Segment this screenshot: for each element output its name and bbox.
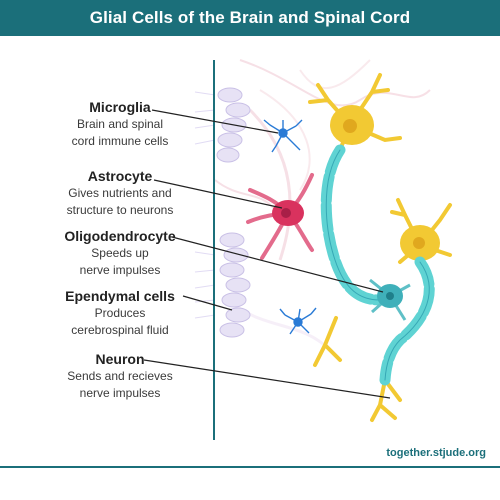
ependymal-desc-2: cerebrospinal fluid xyxy=(71,323,169,337)
microglia-name: Microglia xyxy=(89,99,151,115)
neuron-name: Neuron xyxy=(95,351,145,367)
footer-rule xyxy=(0,466,500,468)
source-link[interactable]: together.stjude.org xyxy=(386,447,486,459)
myelinated-axons xyxy=(320,144,435,386)
astrocyte-desc-2: structure to neurons xyxy=(66,203,174,217)
microglia-desc-2: cord immune cells xyxy=(71,134,169,148)
glial-cells-illustration xyxy=(143,59,452,440)
label-ependymal: Ependymal cells Produces cerebrospinal f… xyxy=(28,288,212,339)
astrocyte-cell xyxy=(246,173,314,260)
ependymal-name: Ependymal cells xyxy=(65,288,175,304)
oligodendrocyte-cell xyxy=(369,278,411,321)
microglia-cell xyxy=(263,119,317,335)
ependymal-desc-1: Produces xyxy=(94,306,146,320)
label-astrocyte: Astrocyte Gives nutrients and structure … xyxy=(28,168,212,219)
page-title: Glial Cells of the Brain and Spinal Cord xyxy=(89,8,411,27)
label-microglia: Microglia Brain and spinal cord immune c… xyxy=(28,99,212,150)
label-neuron: Neuron Sends and recieves nerve impulses xyxy=(28,351,212,402)
leader-lines xyxy=(143,109,391,399)
oligodendrocyte-desc-1: Speeds up xyxy=(91,246,149,260)
neuron-desc-2: nerve impulses xyxy=(79,386,161,400)
neuron-desc-1: Sends and recieves xyxy=(67,369,173,383)
label-oligodendrocyte: Oligodendrocyte Speeds up nerve impulses xyxy=(28,228,212,279)
astrocyte-name: Astrocyte xyxy=(87,168,153,184)
astrocyte-desc-1: Gives nutrients and xyxy=(68,186,172,200)
oligodendrocyte-name: Oligodendrocyte xyxy=(64,228,176,244)
microglia-desc-1: Brain and spinal xyxy=(76,117,164,131)
oligodendrocyte-desc-2: nerve impulses xyxy=(79,263,161,277)
header-bar: Glial Cells of the Brain and Spinal Cord xyxy=(0,0,500,36)
